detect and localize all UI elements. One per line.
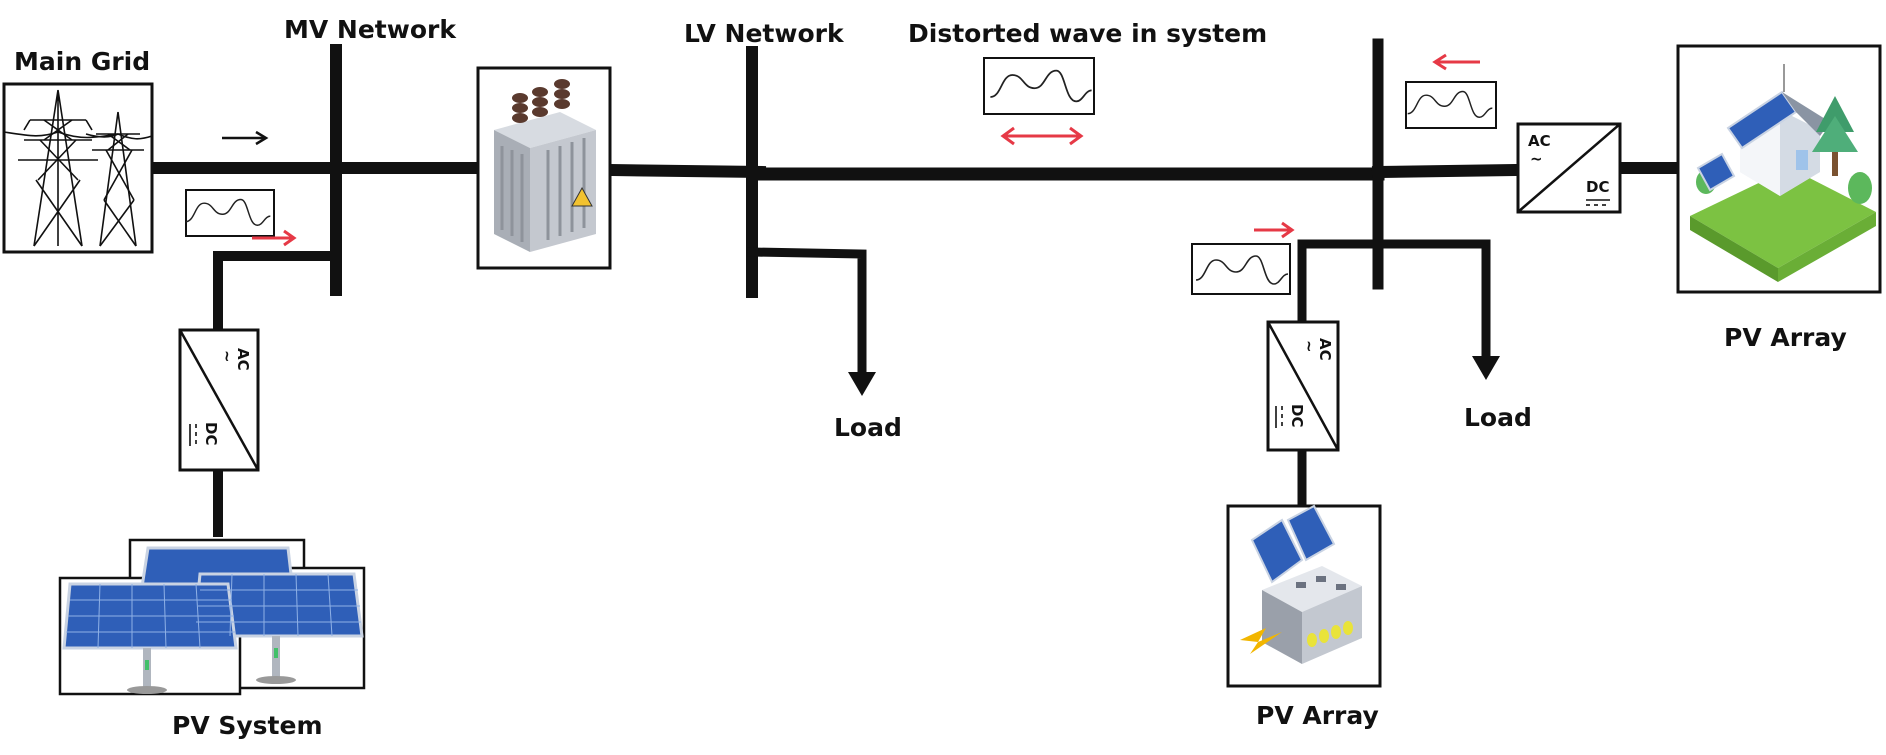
solar-panels-icon: [58, 538, 366, 696]
main-grid-label: Main Grid: [14, 47, 150, 76]
solar-house-icon: [1676, 44, 1882, 294]
load-label-2: Load: [1464, 403, 1532, 432]
converter-right: AC ~ DC: [1516, 122, 1622, 214]
pv-array-bottom-label: PV Array: [1256, 701, 1379, 730]
converter-right-ac-tilde: ~: [1530, 150, 1543, 168]
converter-br-ac-label: AC: [1316, 338, 1334, 361]
lv-network-label: LV Network: [684, 19, 845, 48]
mv-network-label: MV Network: [284, 15, 457, 44]
power-flow-arrow-icon: [222, 130, 269, 146]
converter-right-ac-label: AC: [1528, 132, 1551, 150]
battery-storage-icon: [1226, 504, 1382, 688]
pv-array-branch-line: [1297, 239, 1383, 327]
converter-br-dc-label: DC: [1288, 404, 1306, 427]
converter-bottom-right: AC ~ DC: [1266, 320, 1340, 452]
pv-system-branch-line: [213, 251, 341, 335]
red-arrow-top-right-icon: [1432, 53, 1480, 71]
transformer-to-lv-line: [603, 163, 767, 179]
right-bus-to-converter-line: [1371, 163, 1525, 179]
wave-box-center: [983, 57, 1095, 115]
pv-array-right-label: PV Array: [1724, 323, 1847, 352]
converter-right-dc-label: DC: [1586, 178, 1609, 196]
transformer-icon: [476, 66, 612, 270]
converter-left: AC ~ DC: [178, 328, 260, 472]
converter-left-dc-label: DC: [202, 422, 220, 445]
converter-br-ac-tilde: ~: [1300, 340, 1318, 353]
load2-arrow-icon: [1472, 356, 1500, 380]
transmission-tower-icon: [2, 82, 154, 254]
converter-left-ac-tilde: ~: [218, 350, 236, 363]
bus-lines: [146, 38, 1684, 537]
load-label-1: Load: [834, 413, 902, 442]
converter-left-ac-label: AC: [234, 348, 252, 371]
wave-box-bottom-right: [1191, 243, 1291, 295]
pv-system-label: PV System: [172, 711, 323, 740]
distorted-wave-label: Distorted wave in system: [908, 19, 1267, 48]
red-double-arrow-icon: [1000, 126, 1084, 146]
wave-box-top-right: [1405, 81, 1497, 129]
load2-branch-line: [1373, 239, 1491, 367]
load1-branch-line: [747, 247, 867, 383]
red-arrow-left-flow-icon: [252, 229, 297, 247]
load1-arrow-icon: [848, 372, 876, 396]
red-arrow-bottom-right-icon: [1254, 221, 1295, 239]
wave-box-left: [184, 189, 275, 237]
